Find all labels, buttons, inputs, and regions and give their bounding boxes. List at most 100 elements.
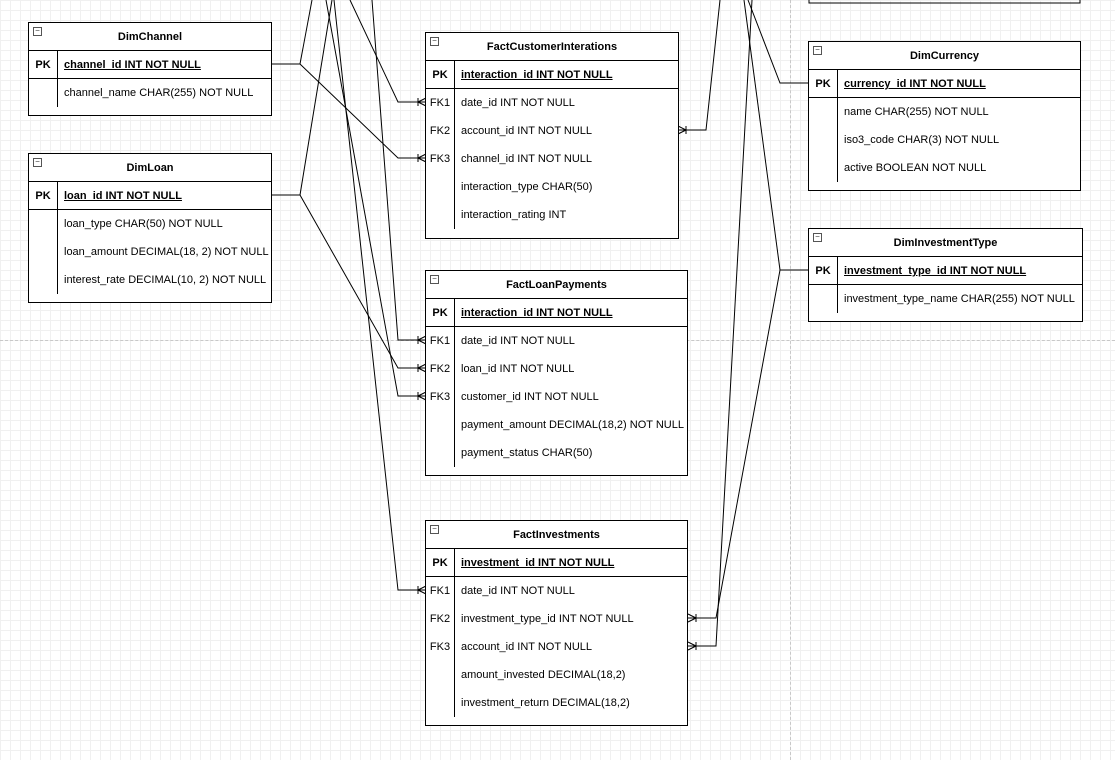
key-label: PK (815, 78, 831, 90)
field-row[interactable]: loan_amount DECIMAL(18, 2) NOT NULL (29, 238, 271, 266)
collapse-icon[interactable]: − (430, 37, 439, 46)
key-label: PK (35, 59, 51, 71)
table-header: − FactLoanPayments (426, 271, 687, 299)
key-label: PK (432, 557, 448, 569)
connector-channel-up (299, 0, 313, 65)
pk-row[interactable]: PK interaction_id INT NOT NULL (426, 299, 687, 327)
key-label (426, 689, 454, 717)
key-label (809, 98, 837, 126)
field-row[interactable]: payment_status CHAR(50) (426, 439, 687, 467)
field-name: interaction_type CHAR(50) (461, 181, 593, 193)
table-title: DimCurrency (909, 50, 980, 62)
collapse-icon[interactable]: − (33, 27, 42, 36)
field-row[interactable]: FK3 account_id INT NOT NULL (426, 633, 687, 661)
key-label: FK3 (429, 153, 451, 165)
field-row[interactable]: FK1 date_id INT NOT NULL (426, 577, 687, 605)
field-name: payment_amount DECIMAL(18,2) NOT NULL (461, 419, 684, 431)
table-header: − DimLoan (29, 154, 271, 182)
table-header: − DimCurrency (809, 42, 1080, 70)
key-label: PK (432, 69, 448, 81)
table-header: − FactInvestments (426, 521, 687, 549)
connector-offscreen-to-fi-fk1 (333, 0, 426, 591)
key-label: FK3 (429, 391, 451, 403)
key-label (809, 154, 837, 182)
key-label (426, 411, 454, 439)
field-name: currency_id INT NOT NULL (844, 78, 986, 90)
pk-row[interactable]: PK channel_id INT NOT NULL (29, 51, 271, 79)
collapse-icon[interactable]: − (430, 525, 439, 534)
key-label (29, 266, 57, 294)
field-name: account_id INT NOT NULL (461, 641, 593, 653)
field-row[interactable]: interaction_type CHAR(50) (426, 173, 678, 201)
page-break-vertical (790, 0, 791, 760)
crowfoot-flp-fk1 (417, 335, 427, 345)
table-dimchannel[interactable]: − DimChannel PK channel_id INT NOT NULL … (28, 22, 272, 116)
field-row[interactable]: investment_return DECIMAL(18,2) (426, 689, 687, 717)
field-row[interactable]: loan_type CHAR(50) NOT NULL (29, 210, 271, 238)
field-name: loan_id INT NOT NULL (461, 363, 575, 375)
field-row[interactable]: FK1 date_id INT NOT NULL (426, 89, 678, 117)
pk-row[interactable]: PK investment_id INT NOT NULL (426, 549, 687, 577)
connector-loan-up (299, 0, 333, 196)
field-row[interactable]: FK2 investment_type_id INT NOT NULL (426, 605, 687, 633)
collapse-icon[interactable]: − (33, 158, 42, 167)
field-name: loan_amount DECIMAL(18, 2) NOT NULL (64, 246, 269, 258)
table-dimcurrency[interactable]: − DimCurrency PK currency_id INT NOT NUL… (808, 41, 1081, 191)
field-name: loan_type CHAR(50) NOT NULL (64, 218, 223, 230)
field-name: customer_id INT NOT NULL (461, 391, 599, 403)
field-name: iso3_code CHAR(3) NOT NULL (844, 134, 1000, 146)
table-factcustomerinterations[interactable]: − FactCustomerInterations PK interaction… (425, 32, 679, 239)
table-factinvestments[interactable]: − FactInvestments PK investment_id INT N… (425, 520, 688, 726)
pk-row[interactable]: PK loan_id INT NOT NULL (29, 182, 271, 210)
field-row[interactable]: name CHAR(255) NOT NULL (809, 98, 1080, 126)
field-name: investment_return DECIMAL(18,2) (461, 697, 630, 709)
field-row[interactable]: FK3 channel_id INT NOT NULL (426, 145, 678, 173)
field-row[interactable]: iso3_code CHAR(3) NOT NULL (809, 126, 1080, 154)
key-label: FK1 (429, 585, 451, 597)
key-label (29, 79, 57, 107)
field-row[interactable]: interest_rate DECIMAL(10, 2) NOT NULL (29, 266, 271, 294)
field-name: investment_id INT NOT NULL (461, 557, 615, 569)
field-name: investment_type_id INT NOT NULL (461, 613, 634, 625)
collapse-icon[interactable]: − (813, 233, 822, 242)
pk-row[interactable]: PK investment_type_id INT NOT NULL (809, 257, 1082, 285)
collapse-icon[interactable]: − (813, 46, 822, 55)
field-row[interactable]: investment_type_name CHAR(255) NOT NULL (809, 285, 1082, 313)
table-title: FactLoanPayments (506, 279, 607, 291)
field-row[interactable]: FK3 customer_id INT NOT NULL (426, 383, 687, 411)
key-label: FK1 (429, 335, 451, 347)
pk-row[interactable]: PK interaction_id INT NOT NULL (426, 61, 678, 89)
field-row[interactable]: FK2 loan_id INT NOT NULL (426, 355, 687, 383)
table-factloanpayments[interactable]: − FactLoanPayments PK interaction_id INT… (425, 270, 688, 476)
field-name: date_id INT NOT NULL (461, 335, 575, 347)
connector-fi-fk3-offscreen (688, 0, 753, 647)
field-name: payment_status CHAR(50) (461, 447, 593, 459)
key-label: FK2 (429, 363, 451, 375)
field-name: date_id INT NOT NULL (461, 585, 575, 597)
field-name: account_id INT NOT NULL (461, 125, 593, 137)
field-row[interactable]: FK1 date_id INT NOT NULL (426, 327, 687, 355)
field-row[interactable]: active BOOLEAN NOT NULL (809, 154, 1080, 182)
connector-offscreen-to-flp-fk3 (325, 0, 426, 397)
collapse-icon[interactable]: − (430, 275, 439, 284)
table-diminvestmenttype[interactable]: − DimInvestmentType PK investment_type_i… (808, 228, 1083, 322)
key-label (426, 201, 454, 229)
field-name: channel_name CHAR(255) NOT NULL (64, 87, 254, 99)
field-name: investment_type_name CHAR(255) NOT NULL (844, 293, 1075, 305)
crowfoot-flp-fk2 (417, 363, 427, 373)
field-row[interactable]: channel_name CHAR(255) NOT NULL (29, 79, 271, 107)
connector-channel-to-fci (271, 63, 426, 159)
pk-row[interactable]: PK currency_id INT NOT NULL (809, 70, 1080, 98)
crowfoot-flp-fk3 (417, 391, 427, 401)
table-title: FactInvestments (513, 529, 600, 541)
table-header: − DimInvestmentType (809, 229, 1082, 257)
field-row[interactable]: interaction_rating INT (426, 201, 678, 229)
field-name: channel_id INT NOT NULL (64, 59, 201, 71)
table-dimloan[interactable]: − DimLoan PK loan_id INT NOT NULL loan_t… (28, 153, 272, 303)
table-title: FactCustomerInterations (486, 41, 618, 53)
field-row[interactable]: FK2 account_id INT NOT NULL (426, 117, 678, 145)
field-row[interactable]: amount_invested DECIMAL(18,2) (426, 661, 687, 689)
field-name: active BOOLEAN NOT NULL (844, 162, 987, 174)
field-row[interactable]: payment_amount DECIMAL(18,2) NOT NULL (426, 411, 687, 439)
